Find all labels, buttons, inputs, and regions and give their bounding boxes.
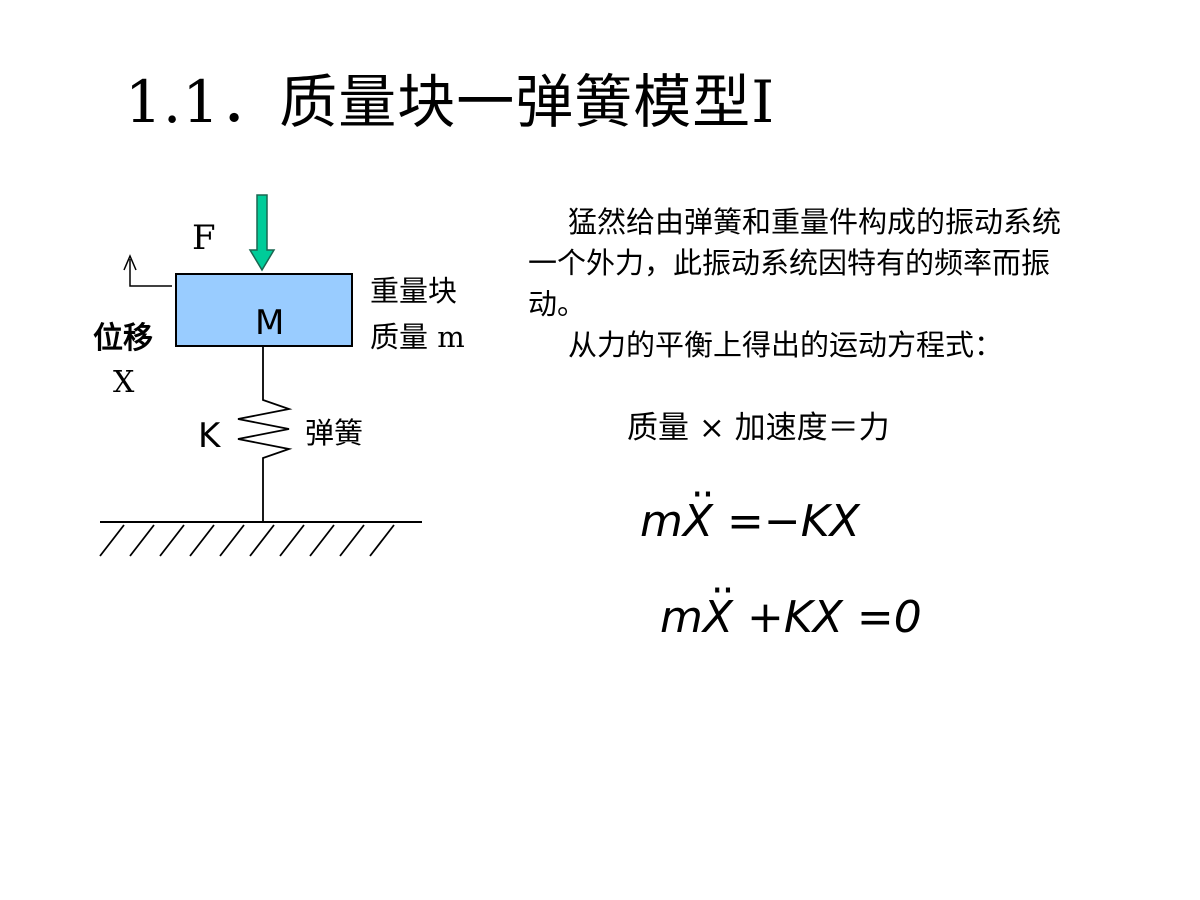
equation-1-m: m (640, 496, 683, 547)
description-line-1: 猛然给由弹簧和重量件构成的振动系统 (568, 205, 1062, 239)
mass-name-line-1: 重量块 (370, 274, 458, 308)
mass-label: M (255, 303, 285, 343)
ground-hatching (99, 524, 395, 557)
description-line-3: 动。 (528, 287, 587, 321)
mass-block (175, 273, 353, 347)
equation-2-m: m (660, 592, 703, 643)
equation-2-x-double-dot: X (703, 568, 733, 643)
force-arrow (248, 194, 276, 272)
description-line-2: 一个外力，此振动系统因特有的频率而振 (528, 246, 1051, 280)
spring-label: 弹簧 (305, 416, 364, 450)
displacement-arrow-line (129, 259, 172, 287)
spring-constant-label: K (198, 416, 221, 456)
force-label: F (192, 218, 216, 258)
mass-name-line-2: 质量 m (370, 320, 465, 354)
equation-1: mX =−KX (640, 472, 860, 547)
description-line-4: 从力的平衡上得出的运动方程式： (568, 328, 1004, 362)
equation-1-rest: =−KX (713, 496, 860, 547)
displacement-symbol: X (113, 365, 135, 400)
slide-title: 1.1．质量块一弹簧模型Ⅰ (125, 68, 776, 136)
spring (237, 346, 293, 522)
word-equation: 质量 × 加速度＝力 (627, 410, 890, 446)
displacement-label: 位移 (93, 321, 153, 356)
equation-1-x-double-dot: X (683, 472, 713, 547)
equation-2-rest: +KX =0 (733, 592, 922, 643)
equation-2: mX +KX =0 (660, 568, 922, 643)
displacement-arrowhead (123, 254, 137, 271)
